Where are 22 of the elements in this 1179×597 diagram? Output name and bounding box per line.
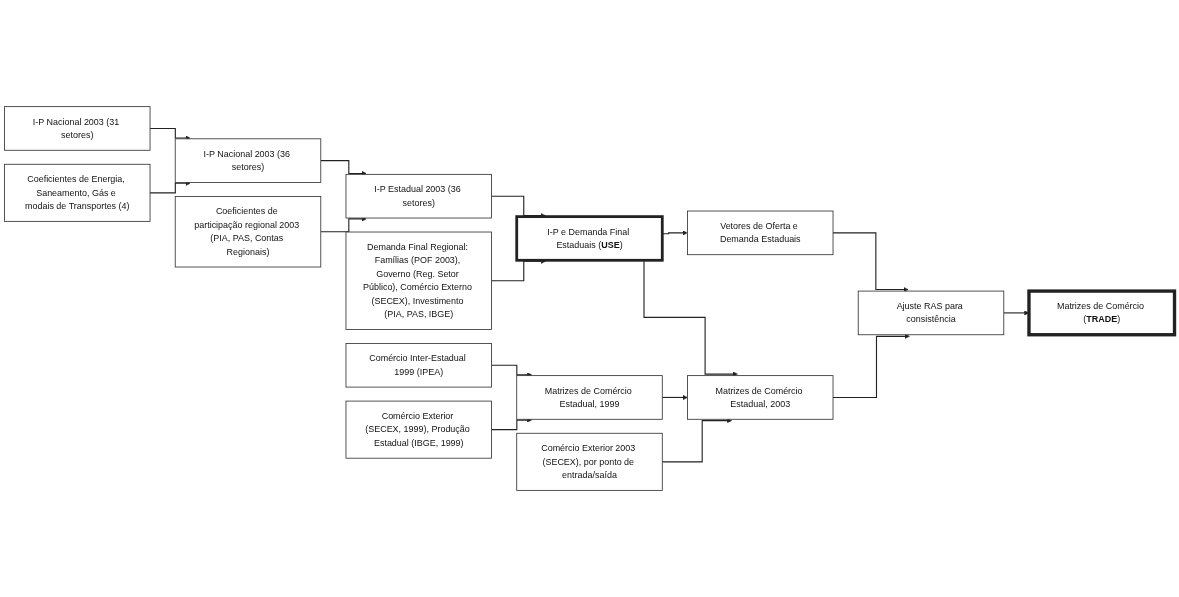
node-box: Comércio Exterior 2003 (SECEX), por ponto de entrada/saída [516, 432, 663, 491]
arrow [149, 127, 191, 141]
node-box: I-P Estadual 2003 (36 setores) [345, 173, 492, 219]
node-box: Comércio Inter-Estadual 1999 (IPEA) [345, 343, 492, 388]
node-box: I-P Nacional 2003 (31 setores) [4, 106, 151, 151]
arrow [149, 180, 191, 194]
arrow [320, 160, 367, 176]
node-box: I-P Nacional 2003 (36 setores) [174, 138, 322, 183]
node-box: Matrizes de Comércio Estadual, 1999 [516, 375, 663, 420]
node-box: Matrizes de Comércio Estadual, 2003 [687, 375, 834, 420]
node-box: Demanda Final Regional: Famílias (POF 2003), Governo (Reg. Setor Público), Comércio Externo (SECEX), Investimento (PIA, PAS, IBGE) [345, 231, 492, 330]
node-box: Matrizes de Comércio (TRADE) [1027, 289, 1177, 337]
node-box: Ajuste RAS para consistência [857, 290, 1005, 336]
node-box: Coeficientes de participação regional 2003 (PIA, PAS, Contas Regionais) [174, 196, 322, 268]
node-box: I-P e Demanda Final Estaduais (USE) [515, 215, 664, 262]
arrow [832, 333, 910, 398]
node-box: Coeficientes de Energia, Saneamento, Gás e modais de Transportes (4) [4, 163, 151, 222]
arrow [661, 395, 688, 400]
arrow [832, 232, 909, 292]
node-box: Vetores de Oferta e Demanda Estaduais [687, 210, 834, 256]
node-box: Comércio Exterior (SECEX, 1999), Produção Estadual (IBGE, 1999) [345, 400, 492, 459]
arrow [661, 418, 732, 463]
